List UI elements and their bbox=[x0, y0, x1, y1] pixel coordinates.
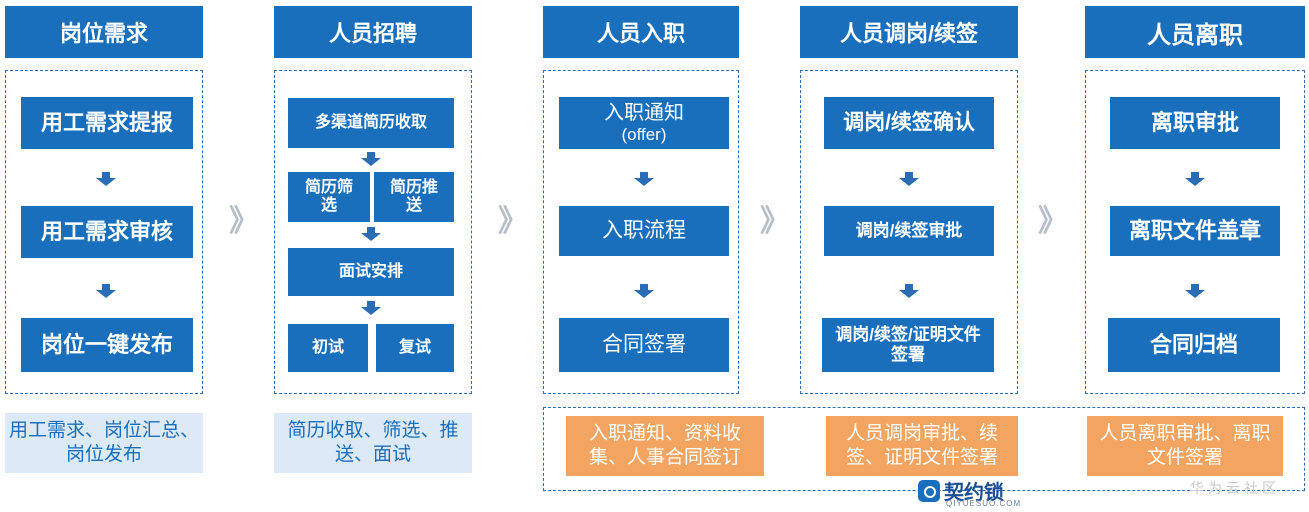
chevron-right-icon: 》 bbox=[760, 205, 790, 238]
step-resume-screen: 简历筛选 bbox=[288, 172, 370, 222]
step-transfer-confirm: 调岗/续签确认 bbox=[824, 97, 994, 149]
step-resume-push: 简历推送 bbox=[374, 172, 454, 222]
group-onboarding bbox=[543, 70, 739, 394]
chevron-right-icon: 》 bbox=[229, 205, 259, 238]
header-onboarding: 人员入职 bbox=[543, 6, 739, 58]
offer-notice-label: 入职通知 bbox=[604, 101, 684, 124]
logo-name: 契约锁 bbox=[944, 482, 1004, 504]
step-resign-approve: 离职审批 bbox=[1110, 97, 1280, 149]
logo-mark-icon bbox=[918, 479, 940, 502]
header-offboarding: 人员离职 bbox=[1085, 6, 1305, 58]
offer-notice-sub: (offer) bbox=[621, 124, 667, 144]
note-onboarding: 入职通知、资料收集、人事合同签订 bbox=[566, 416, 764, 476]
logo-sub: QIYUESUO.COM bbox=[946, 499, 1022, 508]
chevron-right-icon: 》 bbox=[1038, 205, 1068, 238]
chevron-right-icon: 》 bbox=[498, 205, 528, 238]
step-demand-review: 用工需求审核 bbox=[21, 206, 193, 258]
group-job-demand bbox=[5, 70, 203, 394]
note-job-demand: 用工需求、岗位汇总、岗位发布 bbox=[5, 413, 203, 473]
group-offboarding bbox=[1085, 70, 1305, 394]
note-transfer-renewal: 人员调岗审批、续签、证明文件签署 bbox=[826, 416, 1018, 476]
step-second-interview: 复试 bbox=[376, 324, 454, 372]
step-resign-stamp: 离职文件盖章 bbox=[1110, 206, 1280, 256]
group-transfer-renewal bbox=[800, 70, 1018, 394]
header-recruitment: 人员招聘 bbox=[274, 6, 472, 58]
note-offboarding: 人员离职审批、离职文件签署 bbox=[1087, 416, 1283, 476]
step-first-interview: 初试 bbox=[288, 324, 368, 372]
step-job-publish: 岗位一键发布 bbox=[21, 318, 193, 372]
step-demand-submit: 用工需求提报 bbox=[21, 97, 193, 149]
step-onboarding-flow: 入职流程 bbox=[559, 206, 729, 256]
step-document-sign: 调岗/续签/证明文件签署 bbox=[822, 318, 994, 372]
step-contract-archive: 合同归档 bbox=[1108, 318, 1280, 372]
step-offer-notice: 入职通知 (offer) bbox=[559, 97, 729, 149]
header-transfer-renewal: 人员调岗/续签 bbox=[800, 6, 1018, 58]
step-interview-arrange: 面试安排 bbox=[288, 248, 454, 296]
step-transfer-approve: 调岗/续签审批 bbox=[824, 206, 994, 256]
header-job-demand: 岗位需求 bbox=[5, 6, 203, 58]
group-recruitment bbox=[274, 70, 472, 394]
step-resume-collect: 多渠道简历收取 bbox=[288, 98, 454, 148]
watermark: 华为云社区 bbox=[1190, 480, 1280, 496]
step-contract-sign: 合同签署 bbox=[559, 318, 729, 372]
note-recruitment: 简历收取、筛选、推送、面试 bbox=[274, 413, 472, 473]
qiyuesuo-logo: 契约锁 bbox=[918, 476, 1004, 505]
